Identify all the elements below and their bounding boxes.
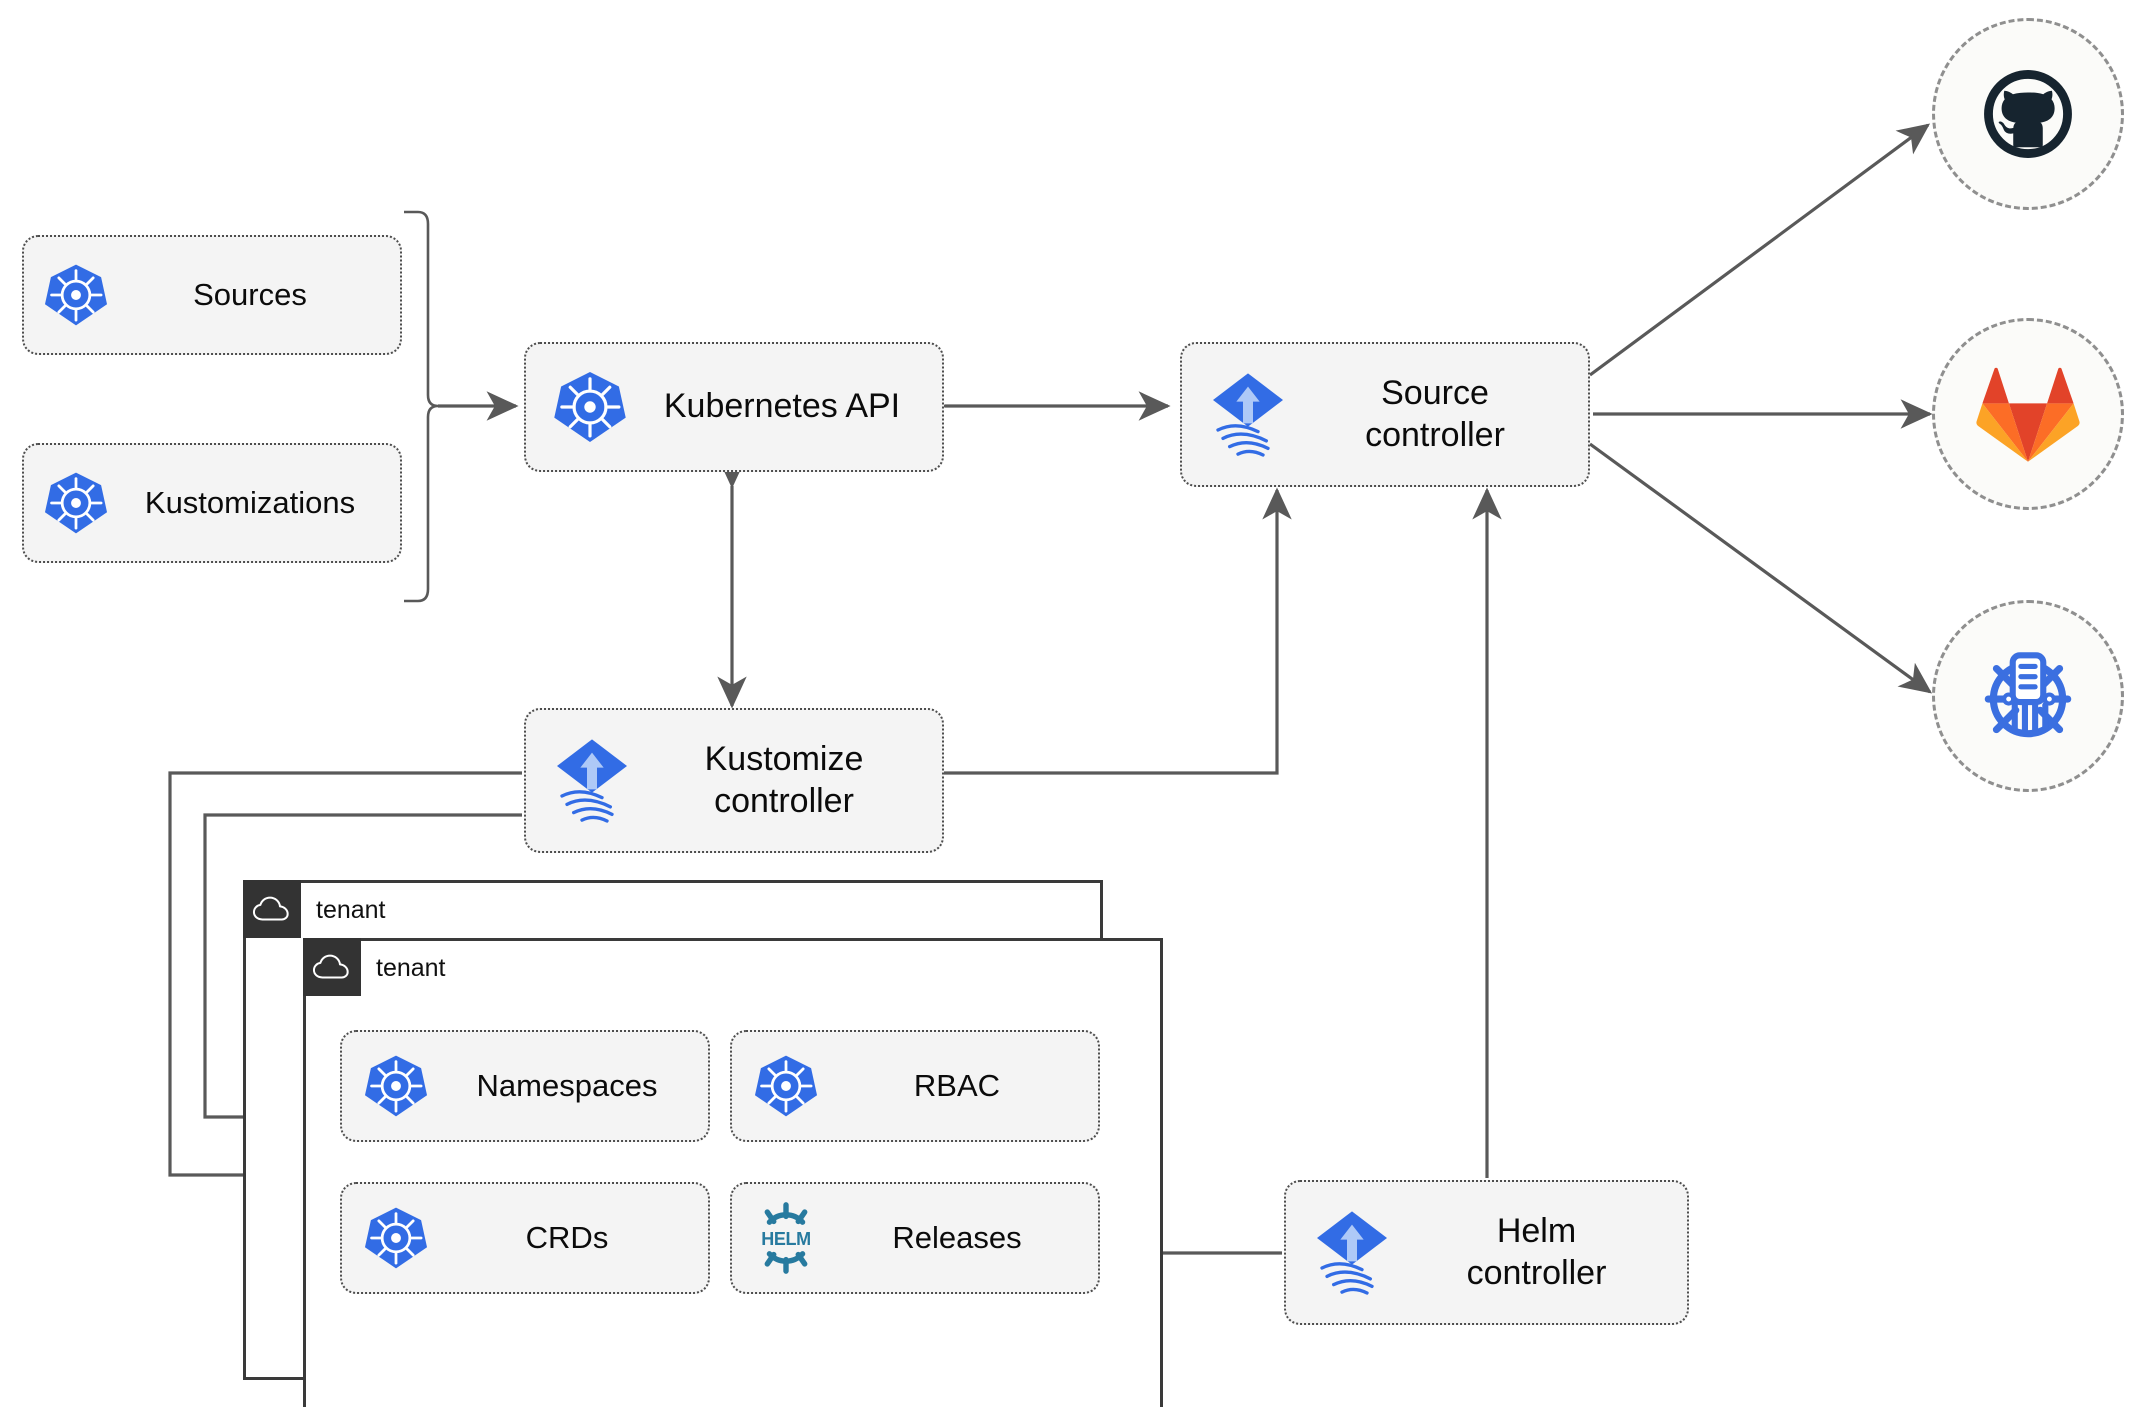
external-source-helm-repository[interactable] <box>1932 600 2124 792</box>
node-label: Kustomize controller <box>704 740 864 820</box>
kubernetes-icon <box>542 369 638 445</box>
wire-source-to-helm-repository <box>1589 442 1933 694</box>
tenant-label: tenant <box>316 896 386 924</box>
cloud-icon <box>312 953 351 981</box>
external-source-gitlab[interactable] <box>1932 318 2124 510</box>
external-source-github[interactable] <box>1932 18 2124 210</box>
node-sources[interactable]: Sources <box>22 235 402 355</box>
svg-text:HELM: HELM <box>761 1229 811 1249</box>
cloud-icon <box>252 895 291 923</box>
wire-kustomize-to-source-controller <box>943 487 1292 775</box>
node-kustomize-controller[interactable]: Kustomize controller <box>524 708 944 853</box>
node-rbac[interactable]: RBAC <box>730 1030 1100 1142</box>
kubernetes-icon <box>38 262 114 328</box>
node-source-controller[interactable]: Source controller <box>1180 342 1590 487</box>
node-crds[interactable]: CRDs <box>340 1182 710 1294</box>
node-label: Namespaces <box>476 1068 658 1104</box>
cloud-tab <box>243 880 301 938</box>
kubernetes-icon <box>744 1053 828 1119</box>
tenant-frame-front: tenant <box>303 938 1163 1407</box>
cloud-tab <box>303 938 361 996</box>
tenant-label: tenant <box>376 954 446 982</box>
node-label: Source controller <box>1365 374 1505 454</box>
input-group-bracket <box>404 210 439 603</box>
node-label: CRDs <box>525 1220 609 1256</box>
kubernetes-icon <box>354 1205 438 1271</box>
flux-icon <box>542 736 642 826</box>
node-helm-controller[interactable]: Helm controller <box>1284 1180 1689 1325</box>
helm-icon: HELM <box>744 1202 828 1274</box>
flux-icon <box>1198 370 1298 460</box>
wire-source-to-github <box>1589 123 1931 377</box>
kubernetes-icon <box>38 470 114 536</box>
kubernetes-icon <box>354 1053 438 1119</box>
node-namespaces[interactable]: Namespaces <box>340 1030 710 1142</box>
node-kubernetes-api[interactable]: Kubernetes API <box>524 342 944 472</box>
gitlab-icon <box>1975 364 2081 464</box>
node-kustomizations[interactable]: Kustomizations <box>22 443 402 563</box>
node-label: Sources <box>193 277 307 313</box>
node-label: Kustomizations <box>144 485 356 521</box>
node-label: Releases <box>892 1220 1022 1256</box>
node-label: Kubernetes API <box>663 387 901 426</box>
helm-repository-icon <box>1972 640 2084 752</box>
flux-icon <box>1302 1208 1402 1298</box>
node-label: Helm controller <box>1466 1212 1607 1292</box>
github-icon <box>1976 62 2080 166</box>
node-label: RBAC <box>913 1068 1001 1104</box>
node-releases[interactable]: HELM Releases <box>730 1182 1100 1294</box>
